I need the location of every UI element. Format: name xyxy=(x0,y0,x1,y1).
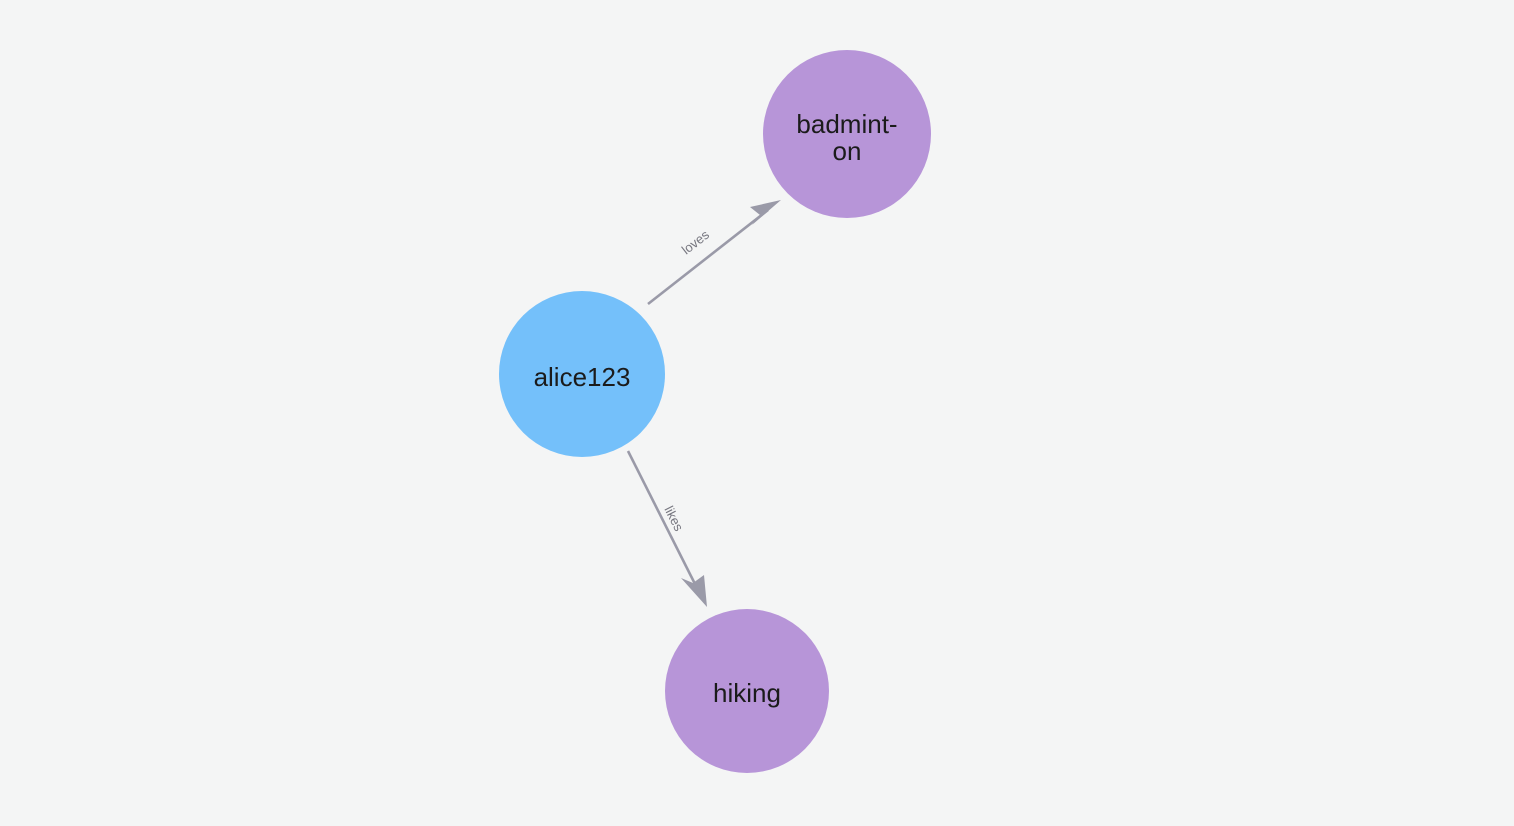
node-circle-hiking[interactable] xyxy=(665,609,829,773)
edge-label-loves: loves xyxy=(679,227,713,258)
edge-alice123-likes-hiking[interactable]: likes xyxy=(626,450,707,607)
arrowhead-icon xyxy=(750,200,781,225)
node-circle-badminton[interactable] xyxy=(763,50,931,218)
edge-line xyxy=(626,450,699,589)
node-badminton[interactable]: badmint- on xyxy=(763,50,931,218)
node-hiking[interactable]: hiking xyxy=(665,609,829,773)
arrowhead-icon xyxy=(681,575,707,607)
node-circle-alice123[interactable] xyxy=(499,291,665,457)
edge-line xyxy=(647,208,769,306)
node-alice123[interactable]: alice123 xyxy=(499,291,665,457)
edge-alice123-loves-badminton[interactable]: loves xyxy=(647,200,781,306)
edge-label-likes: likes xyxy=(661,504,686,534)
